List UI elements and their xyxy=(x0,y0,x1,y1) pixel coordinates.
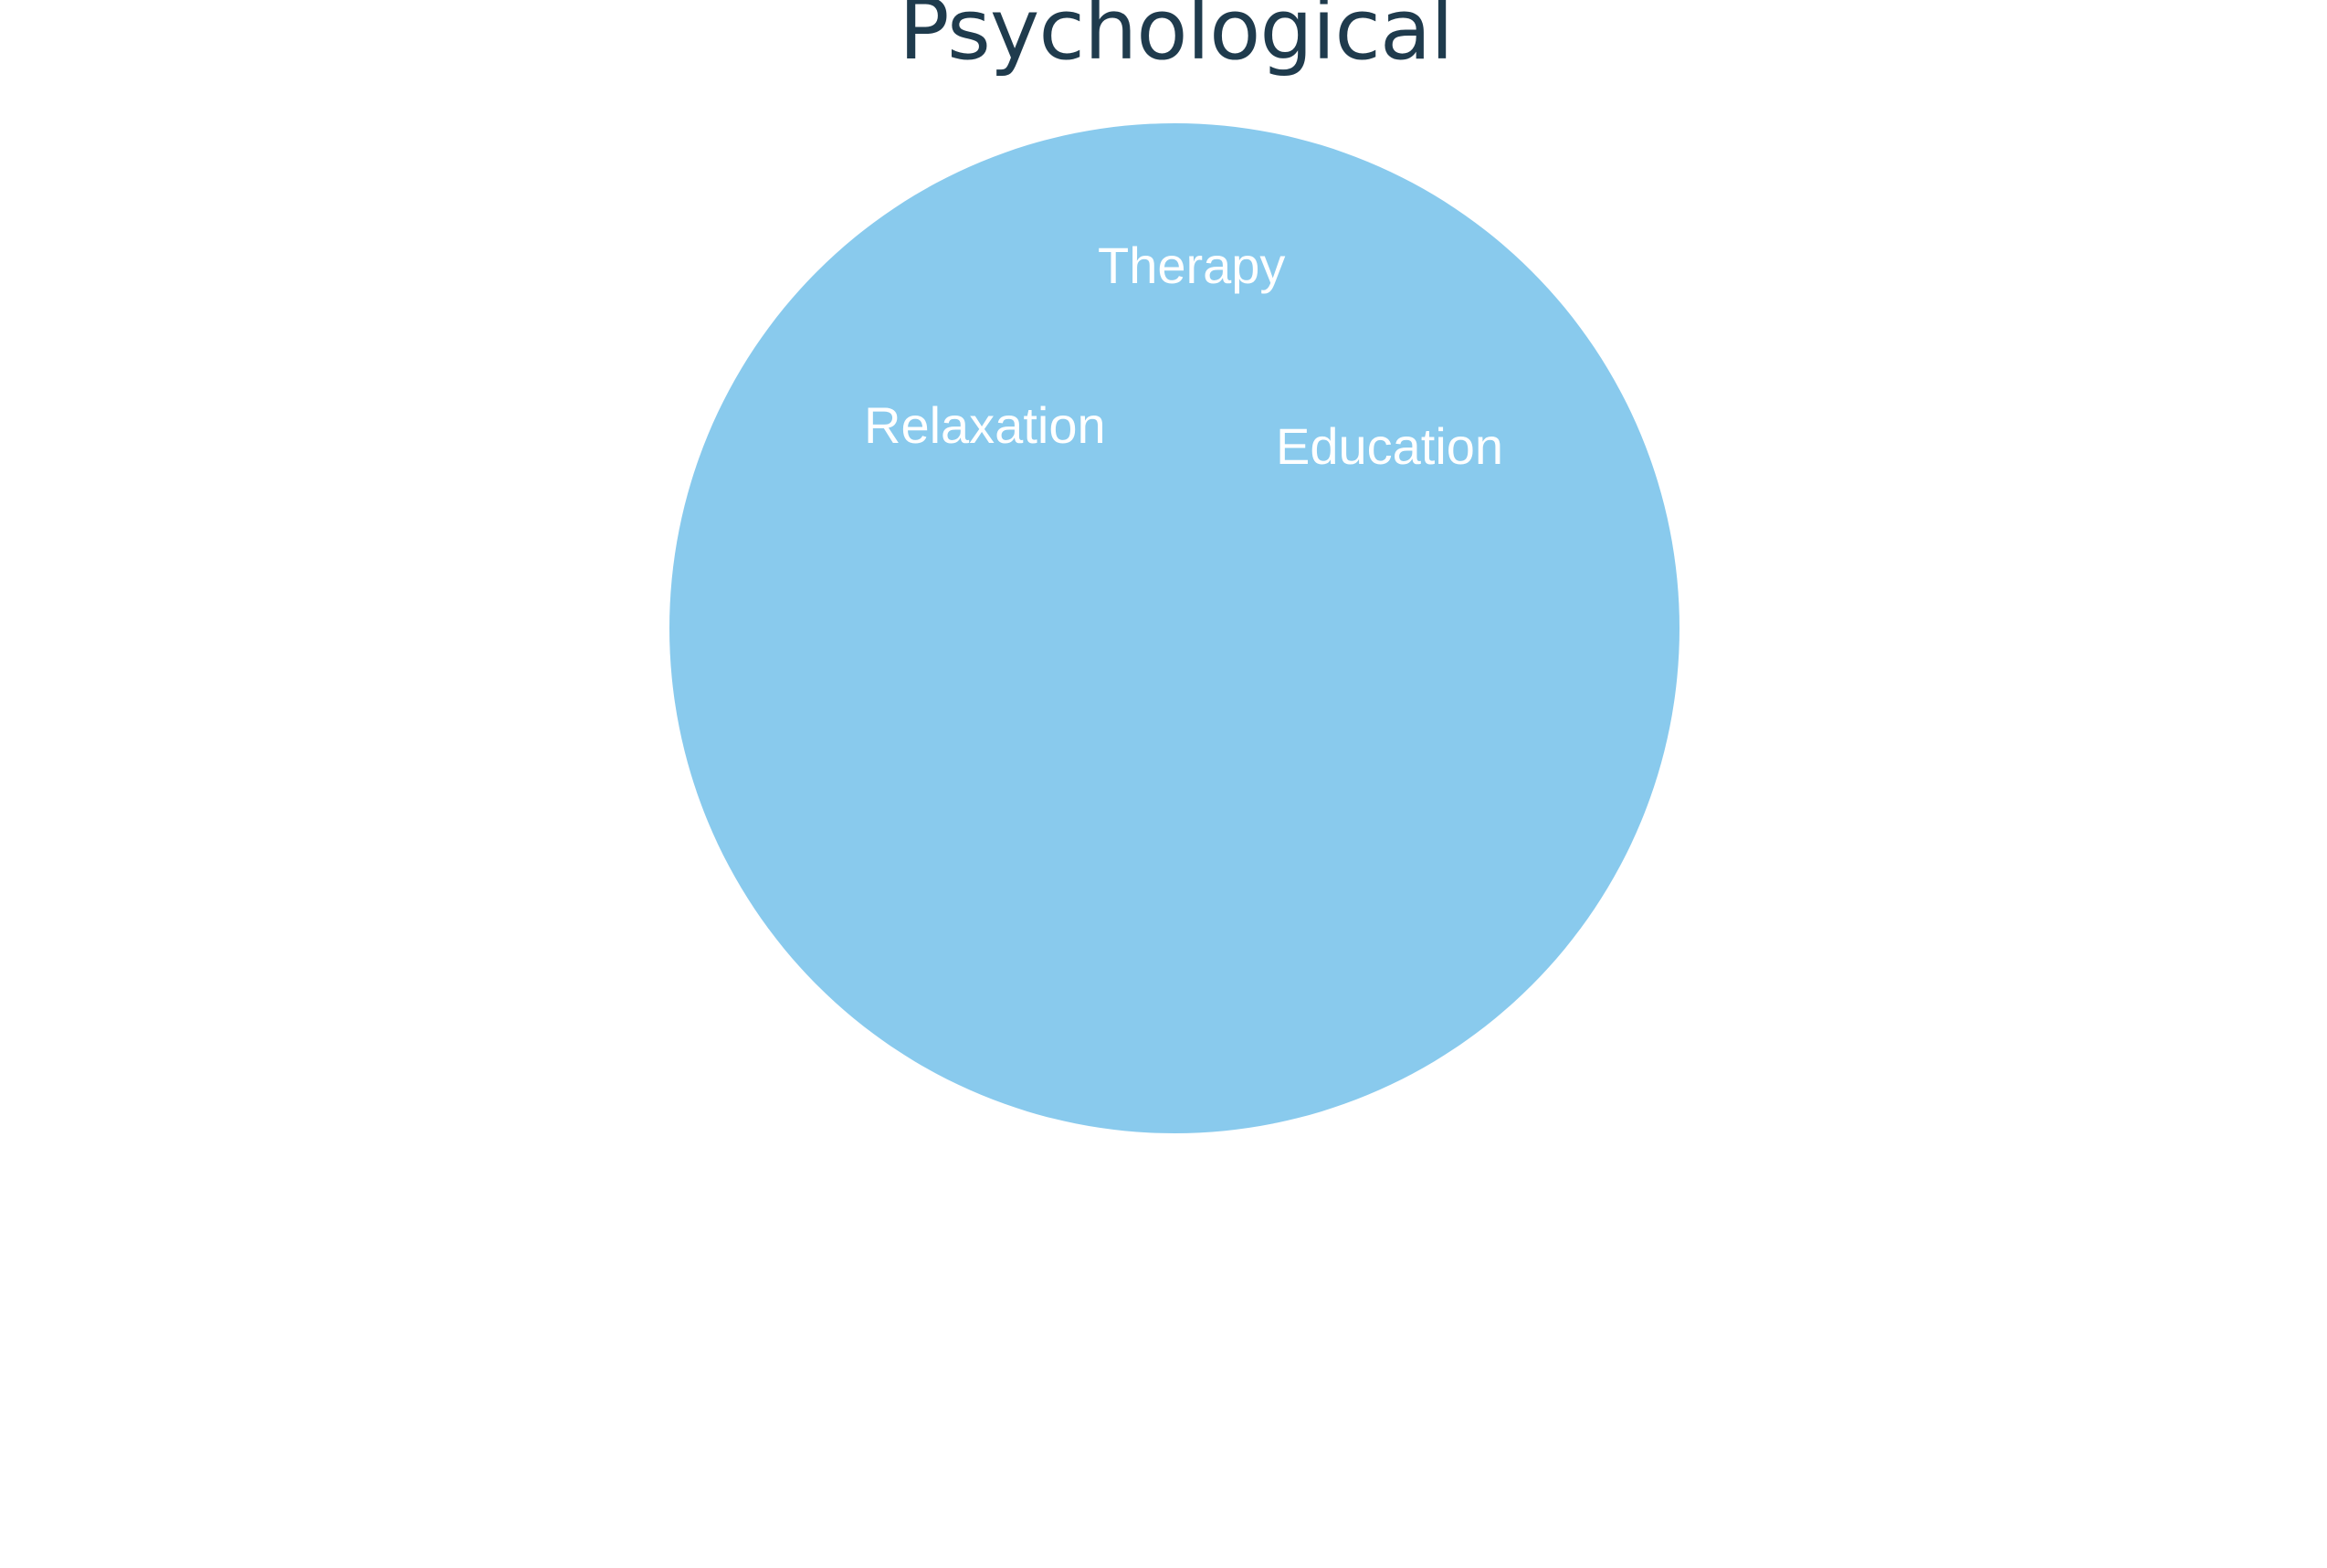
category-circle xyxy=(669,123,1679,1133)
item-label-therapy: Therapy xyxy=(1098,237,1286,294)
diagram-title: Psychological xyxy=(899,0,1454,79)
item-label-education: Education xyxy=(1276,417,1504,475)
item-label-relaxation: Relaxation xyxy=(864,396,1106,454)
